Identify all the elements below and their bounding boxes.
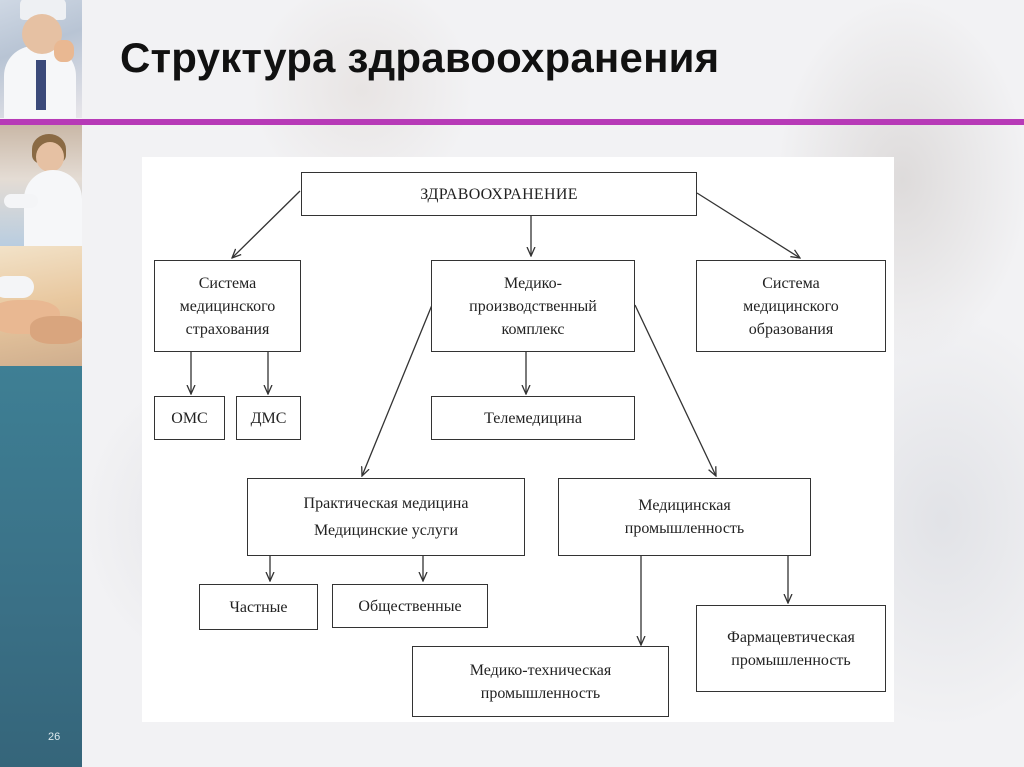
- node-insurance-system: Система медицинского страхования: [154, 260, 301, 352]
- node-pharma-line1: Фармацевтическая: [727, 628, 855, 646]
- photo-doctor-syringe: [0, 0, 82, 118]
- node-medtech-line2: промышленность: [480, 684, 601, 702]
- node-insurance-line2: медицинского: [179, 297, 276, 315]
- node-industry-line1: Медицинская: [638, 497, 731, 514]
- left-sidebar: 26: [0, 0, 82, 767]
- node-private-label: Частные: [229, 598, 288, 616]
- node-insurance-line3: страхования: [185, 320, 270, 338]
- node-practical-medicine: Практическая медицина Медицинские услуги: [247, 478, 525, 556]
- node-complex-line3: комплекс: [501, 320, 565, 338]
- node-pharma-industry: Фармацевтическая промышленность: [696, 605, 886, 692]
- node-medical-industry: Медицинская промышленность: [558, 478, 811, 556]
- node-dms-label: ДМС: [250, 409, 287, 427]
- node-telemedicine-label: Телемедицина: [484, 409, 582, 427]
- title-underline: [0, 119, 1024, 125]
- photo-nurse: [0, 124, 82, 246]
- node-education-line2: медицинского: [743, 297, 839, 315]
- node-complex-line1: Медико-: [504, 274, 562, 292]
- node-public-label: Общественные: [358, 597, 462, 615]
- node-telemedicine: Телемедицина: [431, 396, 635, 440]
- node-practice-line1: Практическая медицина: [303, 495, 469, 512]
- node-production-complex: Медико- производственный комплекс: [431, 260, 635, 352]
- node-healthcare-label: ЗДРАВООХРАНЕНИЕ: [420, 185, 578, 203]
- node-dms: ДМС: [236, 396, 301, 440]
- node-education-line1: Система: [762, 274, 820, 292]
- node-education-system: Система медицинского образования: [696, 260, 886, 352]
- node-pharma-line2: промышленность: [731, 651, 851, 669]
- node-medtech-industry: Медико-техническая промышленность: [412, 646, 669, 717]
- node-insurance-line1: Система: [198, 274, 257, 292]
- slide-number: 26: [48, 731, 61, 743]
- node-complex-line2: производственный: [469, 297, 597, 315]
- slide-title: Структура здравоохранения: [120, 34, 720, 81]
- node-education-line3: образования: [748, 320, 834, 338]
- node-oms: ОМС: [154, 396, 225, 440]
- node-oms-label: ОМС: [171, 409, 208, 427]
- sidebar-panel: [0, 366, 82, 767]
- node-practice-line2: Медицинские услуги: [313, 522, 459, 539]
- photo-hands: [0, 246, 82, 366]
- node-public: Общественные: [332, 584, 488, 628]
- node-medtech-line1: Медико-техническая: [469, 661, 612, 679]
- node-private: Частные: [199, 584, 318, 630]
- node-healthcare-root: ЗДРАВООХРАНЕНИЕ: [301, 172, 697, 216]
- node-industry-line2: промышленность: [624, 520, 745, 537]
